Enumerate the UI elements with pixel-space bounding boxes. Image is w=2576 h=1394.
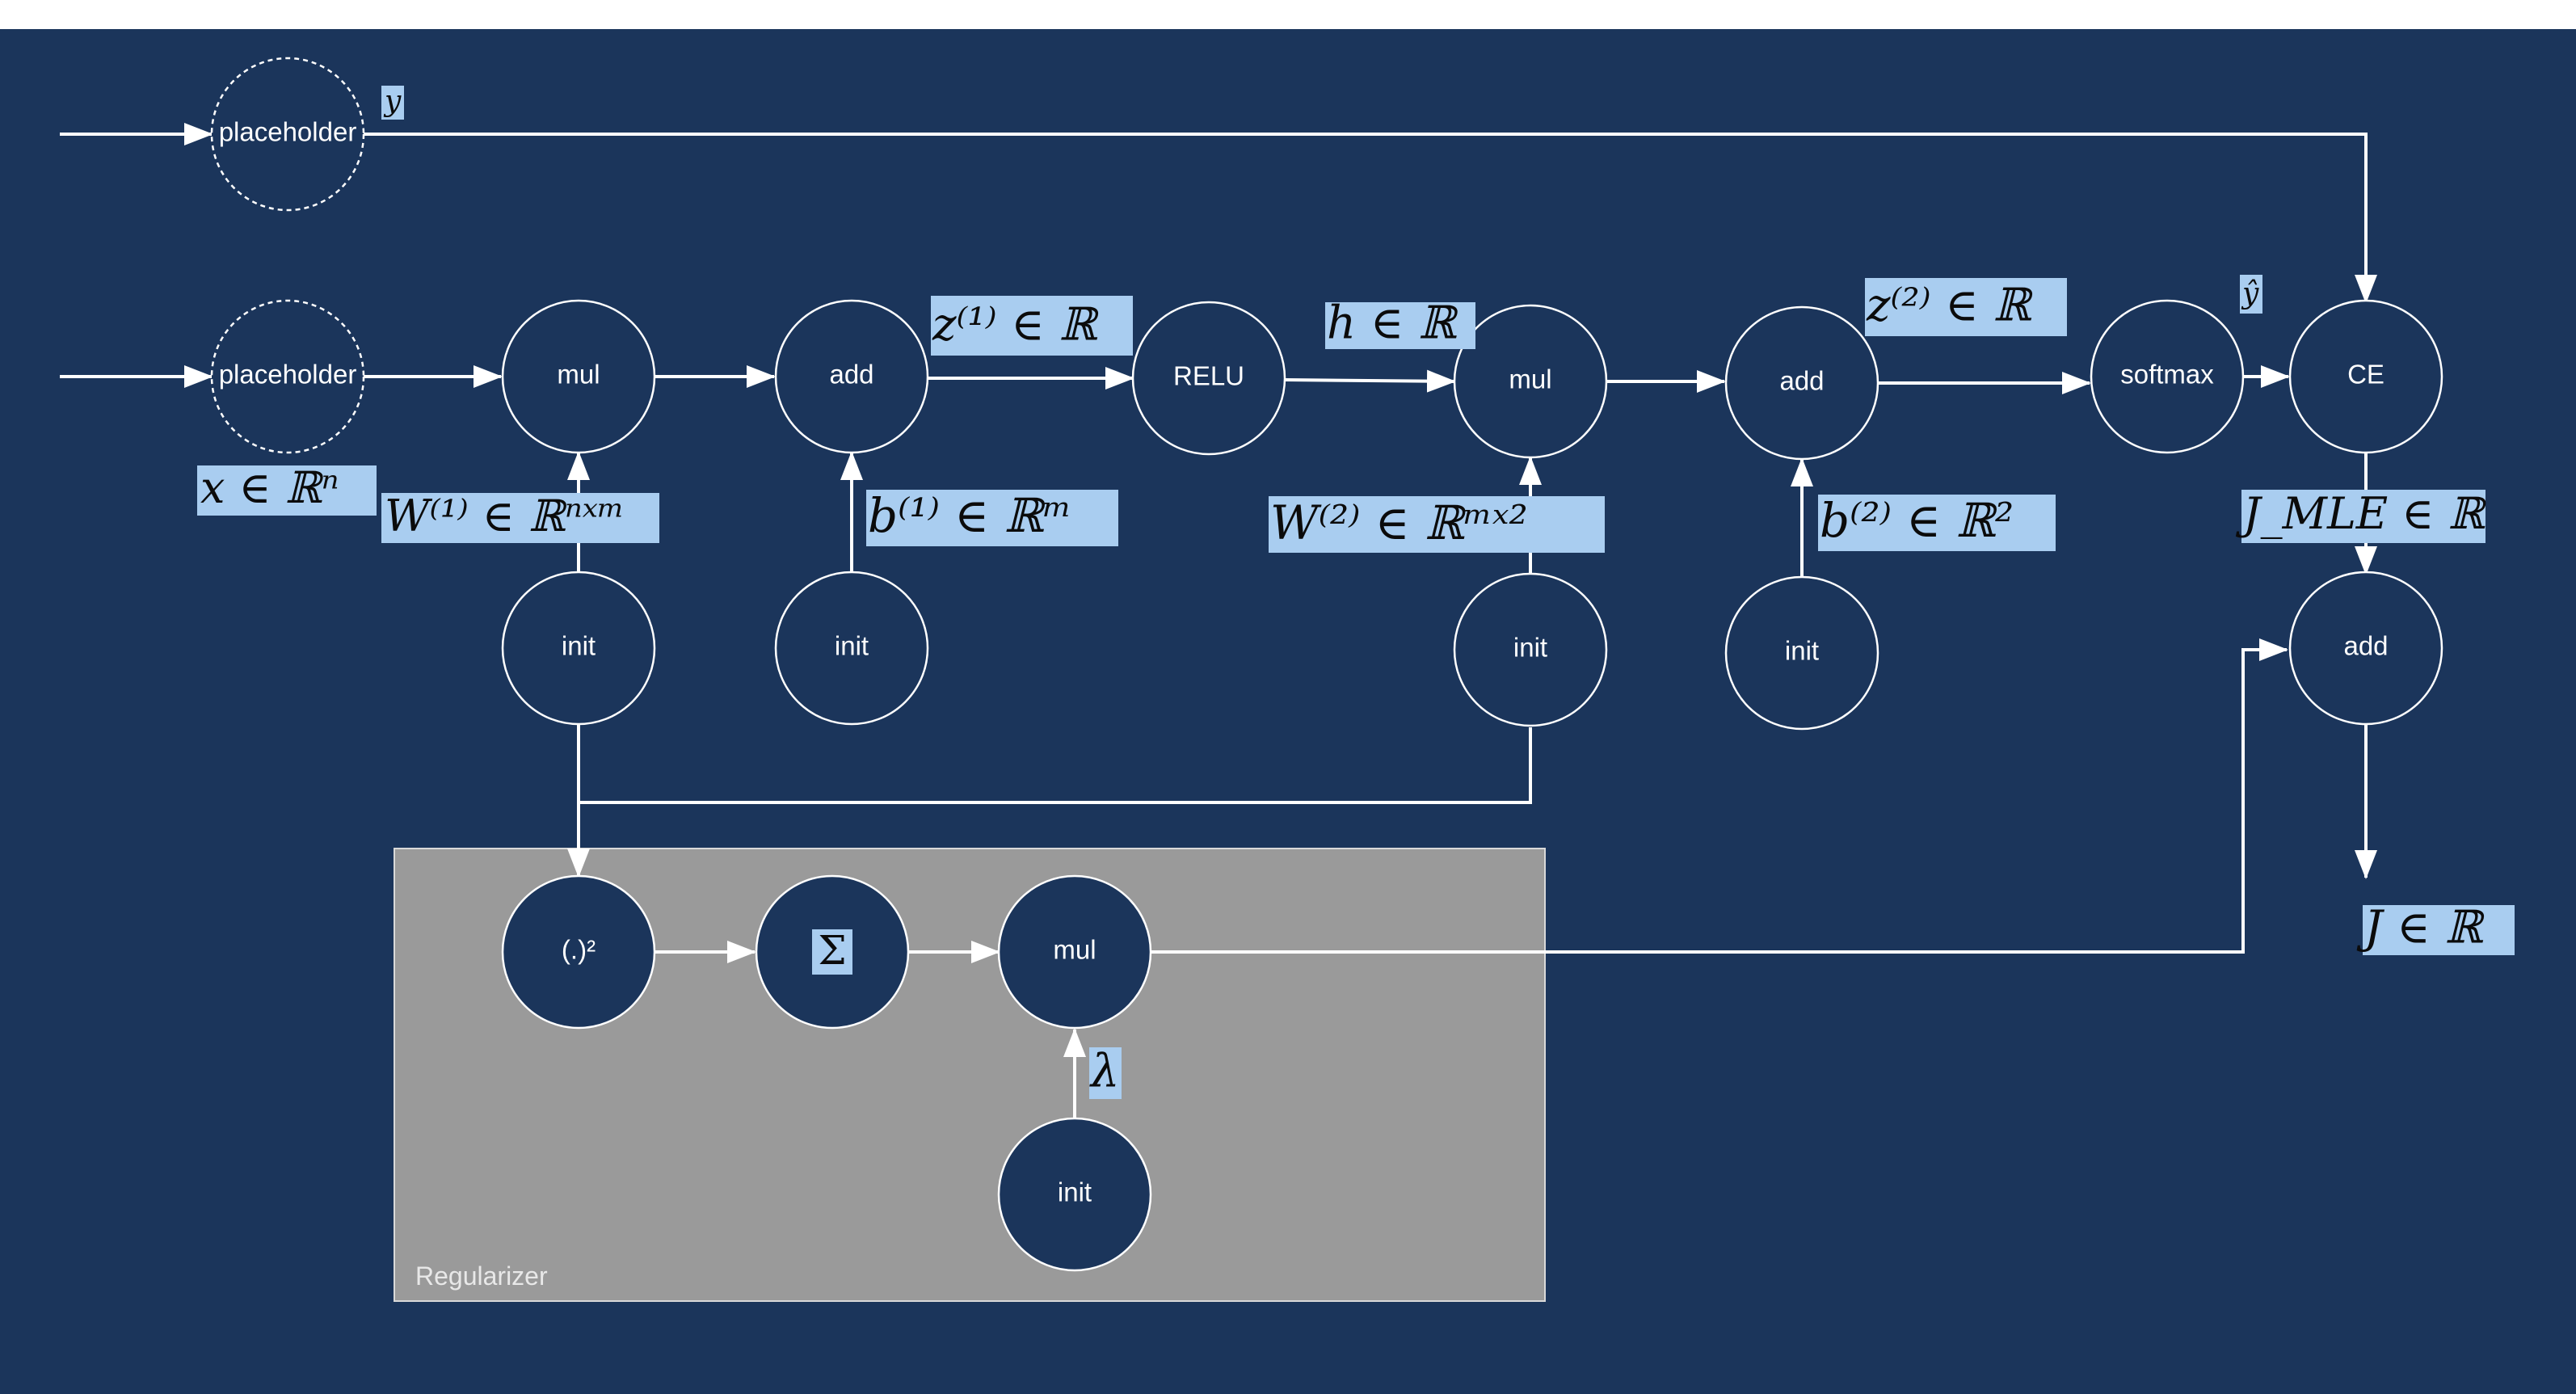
label-z1: z⁽¹⁾ ∈ ℝ <box>931 296 1133 356</box>
label-w1: W⁽¹⁾ ∈ ℝⁿˣᵐ <box>381 491 659 543</box>
label-h-text: h ∈ ℝ <box>1327 297 1458 350</box>
label-w2-text: W⁽²⁾ ∈ ℝᵐˣ² <box>1270 495 1528 550</box>
label-jmle-text: J_MLE ∈ ℝ <box>2235 488 2487 539</box>
add2-node[interactable]: add <box>1724 305 1879 461</box>
mul-reg-node[interactable]: mul <box>997 874 1152 1030</box>
init-w2-node[interactable]: init <box>1453 572 1608 727</box>
init-b2-text: init <box>1785 636 1819 666</box>
add1-text: add <box>829 360 873 390</box>
label-b1: b⁽¹⁾ ∈ ℝᵐ <box>866 488 1118 546</box>
init-b1-text: init <box>835 631 869 661</box>
label-lambda: λ <box>1089 1046 1122 1099</box>
init-w1-text: init <box>562 631 596 661</box>
label-x-text: x ∈ ℝⁿ <box>200 462 339 513</box>
label-j: J ∈ ℝ <box>2356 902 2515 955</box>
label-z1-text: z⁽¹⁾ ∈ ℝ <box>932 299 1100 352</box>
placeholder-x-text: placeholder <box>219 360 357 390</box>
regularizer-label: Regularizer <box>415 1261 548 1291</box>
math-labels: y x ∈ ℝⁿ W⁽¹⁾ ∈ ℝⁿˣᵐ z⁽¹⁾ ∈ ℝ b⁽¹⁾ ∈ ℝᵐ … <box>197 85 2515 1099</box>
label-y-text: y <box>383 85 402 118</box>
softmax-node[interactable]: softmax <box>2090 299 2245 454</box>
mul2-node[interactable]: mul <box>1453 304 1608 459</box>
edges <box>60 123 2377 1120</box>
add2-text: add <box>1779 366 1824 396</box>
sum-node[interactable]: Σ <box>755 874 910 1030</box>
placeholder-y-text: placeholder <box>219 117 357 147</box>
add-final-text: add <box>2343 631 2388 661</box>
label-b2: b⁽²⁾ ∈ ℝ² <box>1818 493 2056 551</box>
label-w2: W⁽²⁾ ∈ ℝᵐˣ² <box>1269 495 1605 553</box>
edge-reg-to-add <box>1151 638 2288 954</box>
relu-text: RELU <box>1173 361 1244 391</box>
label-w1-text: W⁽¹⁾ ∈ ℝⁿˣᵐ <box>385 491 625 541</box>
label-lambda-text: λ <box>1089 1046 1120 1098</box>
placeholder-y-node[interactable]: placeholder <box>210 57 365 212</box>
add-final-node[interactable]: add <box>2288 571 2443 726</box>
label-j-text: J ∈ ℝ <box>2356 902 2486 954</box>
init-b1-node[interactable]: init <box>774 571 929 726</box>
label-b1-text: b⁽¹⁾ ∈ ℝᵐ <box>868 488 1071 543</box>
label-yhat: ŷ <box>2240 275 2262 314</box>
sum-symbol-bg <box>812 929 852 975</box>
relu-node[interactable]: RELU <box>1131 301 1286 456</box>
label-b2-text: b⁽²⁾ ∈ ℝ² <box>1820 493 2014 548</box>
label-h: h ∈ ℝ <box>1325 297 1475 350</box>
mul2-text: mul <box>1509 364 1551 394</box>
init-lambda-text: init <box>1058 1177 1092 1207</box>
sum-text: Σ <box>818 927 846 974</box>
square-node[interactable]: (.)² <box>501 874 656 1030</box>
mul1-text: mul <box>557 360 600 390</box>
label-jmle: J_MLE ∈ ℝ <box>2235 488 2487 543</box>
square-text: (.)² <box>562 935 596 965</box>
label-z2-text: z⁽²⁾ ∈ ℝ <box>1866 280 2034 332</box>
mul-reg-text: mul <box>1053 935 1096 965</box>
placeholder-x-node[interactable]: placeholder <box>210 299 365 454</box>
edge-weights-bus <box>577 724 1532 804</box>
add1-node[interactable]: add <box>774 299 929 454</box>
ce-text: CE <box>2347 360 2384 390</box>
label-x: x ∈ ℝⁿ <box>197 462 377 516</box>
nodes: placeholder placeholder mul add RELU mul… <box>210 57 2443 1272</box>
label-yhat-text: ŷ <box>2241 277 2259 310</box>
mul1-node[interactable]: mul <box>501 299 656 454</box>
init-w1-node[interactable]: init <box>501 571 656 726</box>
label-z2: z⁽²⁾ ∈ ℝ <box>1865 278 2067 336</box>
label-y: y <box>381 85 404 120</box>
ce-node[interactable]: CE <box>2288 299 2443 454</box>
softmax-text: softmax <box>2120 360 2214 390</box>
edge-relu-to-mul2 <box>1284 369 1456 393</box>
init-lambda-node[interactable]: init <box>997 1117 1152 1272</box>
edge-y-to-ce <box>364 133 2377 304</box>
init-b2-node[interactable]: init <box>1724 575 1879 731</box>
init-w2-text: init <box>1513 633 1547 663</box>
